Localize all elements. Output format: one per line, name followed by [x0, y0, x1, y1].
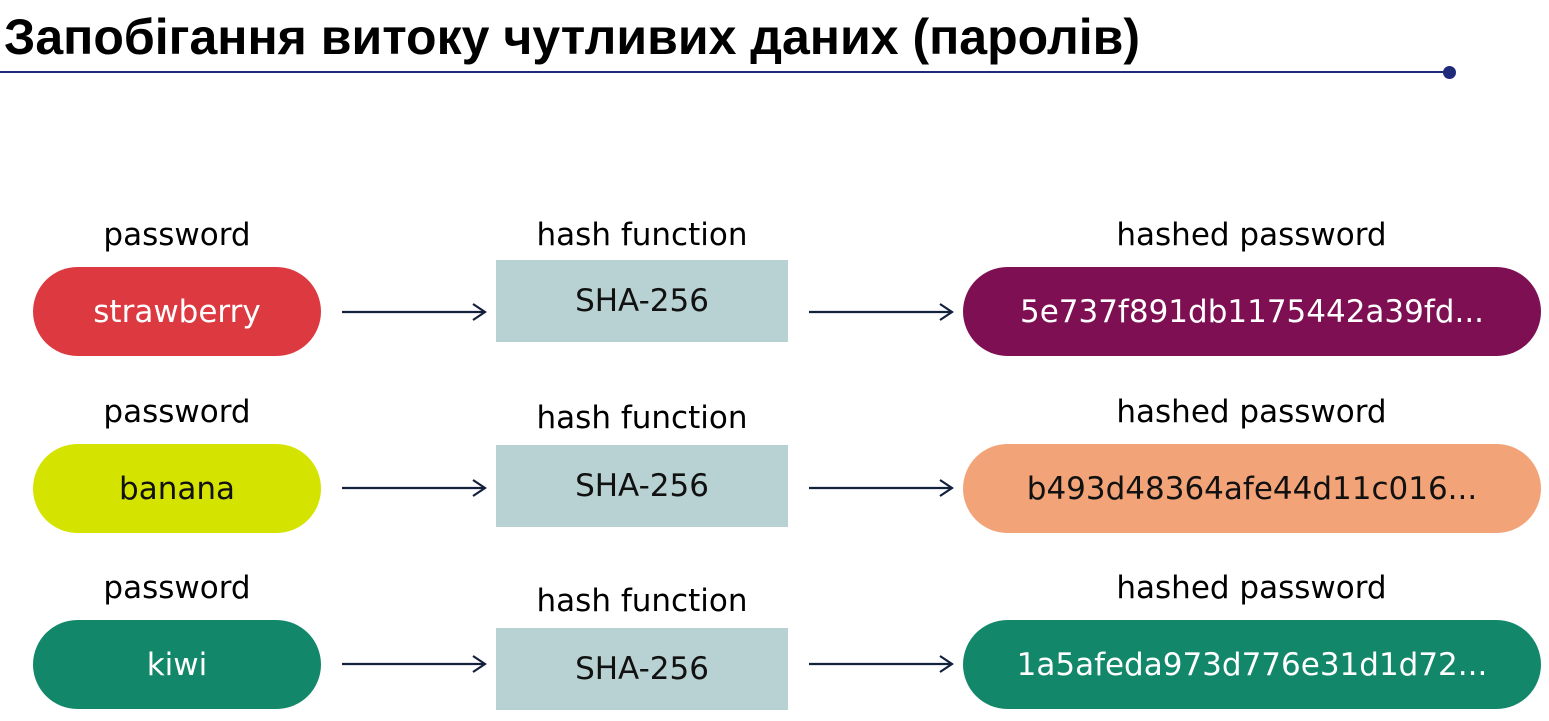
password-pill: banana: [33, 444, 321, 533]
arrow-hash-to-output: [809, 654, 954, 674]
hash-function-label: hash function: [536, 583, 748, 619]
arrow-password-to-hash: [342, 302, 487, 322]
hash-function-label: hash function: [536, 217, 748, 253]
hash-function-box: SHA-256: [496, 628, 788, 710]
title-underline-dot: [1443, 66, 1456, 79]
hash-function-box: SHA-256: [496, 260, 788, 342]
hashed-password-pill: b493d48364afe44d11c016...: [963, 444, 1541, 533]
hashed-password-pill: 1a5afeda973d776e31d1d72...: [963, 620, 1541, 709]
hashed-password-label: hashed password: [1116, 570, 1387, 606]
arrow-password-to-hash: [342, 654, 487, 674]
hash-function-box: SHA-256: [496, 445, 788, 527]
arrow-password-to-hash: [342, 478, 487, 498]
page-title: Запобігання витоку чутливих даних (парол…: [4, 9, 1140, 65]
hashed-password-pill: 5e737f891db1175442a39fd...: [963, 267, 1541, 356]
arrow-hash-to-output: [809, 302, 954, 322]
arrow-hash-to-output: [809, 478, 954, 498]
password-label: password: [103, 394, 251, 430]
password-label: password: [103, 570, 251, 606]
title-underline: [0, 71, 1450, 73]
hashed-password-label: hashed password: [1116, 394, 1387, 430]
hashed-password-label: hashed password: [1116, 217, 1387, 253]
password-pill: strawberry: [33, 267, 321, 356]
hash-function-label: hash function: [536, 400, 748, 436]
password-pill: kiwi: [33, 620, 321, 709]
password-label: password: [103, 217, 251, 253]
